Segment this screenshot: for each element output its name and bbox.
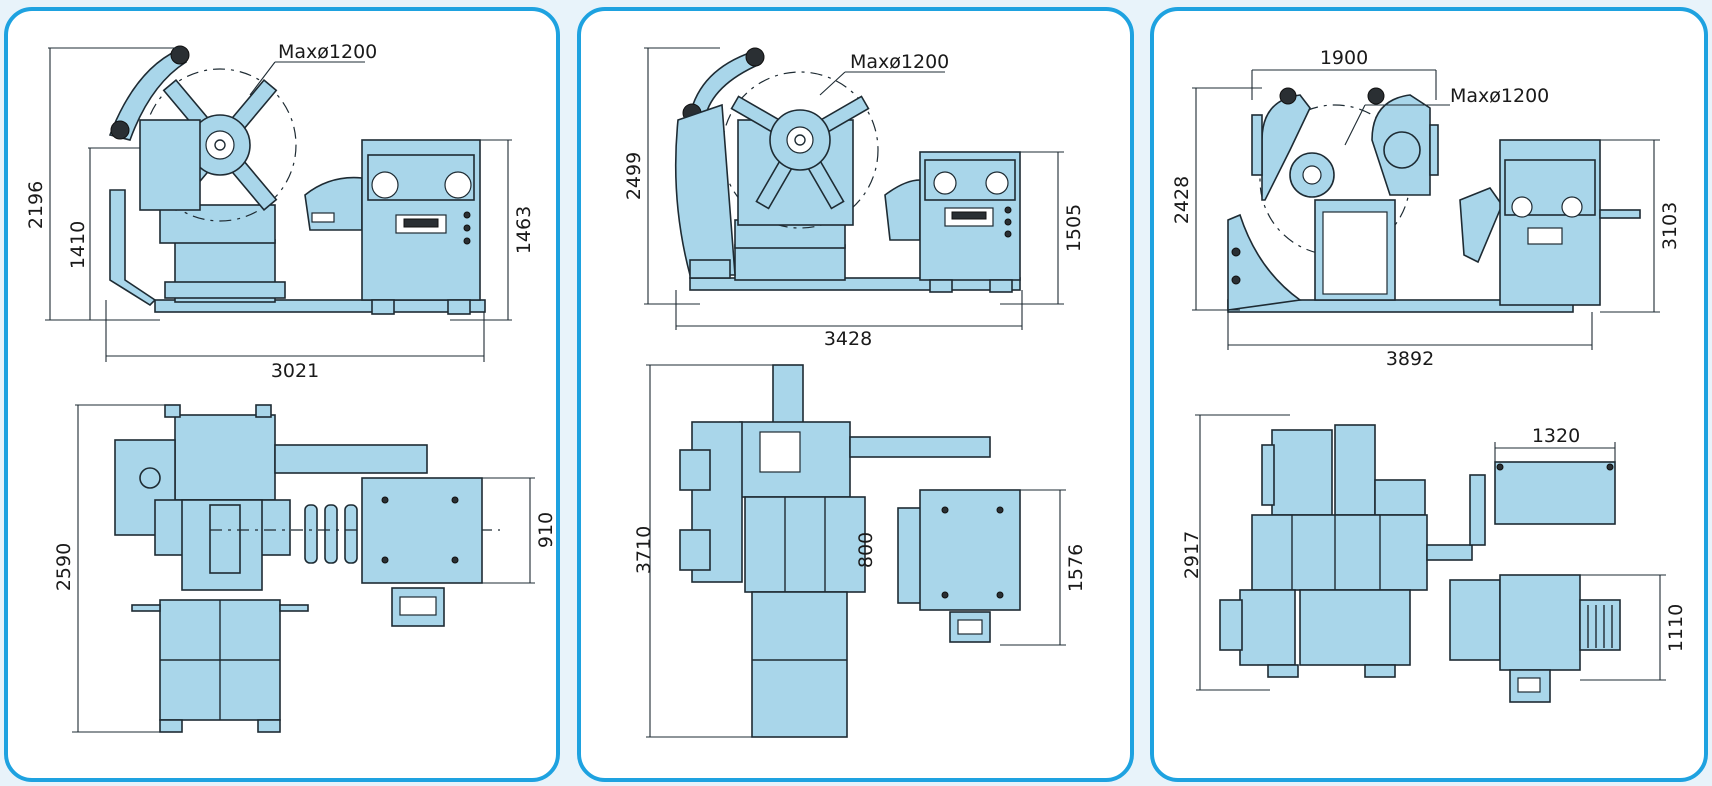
panel-3-top-leveler bbox=[1499, 574, 1581, 671]
panel-3-overall-length: 3892 bbox=[1386, 348, 1434, 370]
panel-2-decoiler-width: 800 bbox=[855, 532, 877, 568]
panel-3-overall-height: 2428 bbox=[1171, 176, 1193, 224]
panel-1-overall-height: 2196 bbox=[25, 181, 47, 229]
panel-2-frame bbox=[577, 7, 1134, 782]
panel-3-top-view: 1320 2917 1110 bbox=[1181, 414, 1687, 703]
panel-3-leveler-height: 3103 bbox=[1659, 202, 1681, 250]
panel-1-top-leveler bbox=[361, 477, 483, 584]
panel-1-axis-height: 1410 bbox=[67, 221, 89, 269]
panel-3-feed-table bbox=[1494, 461, 1616, 525]
panel-2-overall-length: 3428 bbox=[824, 328, 872, 350]
panel-2-leveler-height: 1505 bbox=[1063, 204, 1085, 252]
panel-1-max-diameter: Maxø1200 bbox=[278, 41, 377, 63]
panel-3: 1900 Maxø1200 2428 3103 3892 bbox=[1150, 7, 1708, 782]
panel-3-table-width: 1320 bbox=[1532, 425, 1580, 447]
panel-1-overall-length: 3021 bbox=[271, 360, 319, 382]
panel-2-overall-height: 2499 bbox=[623, 152, 645, 200]
panel-2-top-leveler bbox=[919, 489, 1021, 611]
panel-3-overall-depth: 2917 bbox=[1181, 531, 1203, 579]
panel-3-max-diameter: Maxø1200 bbox=[1450, 85, 1549, 107]
panel-1-frame bbox=[4, 7, 560, 782]
panel-1: Maxø1200 2196 1410 1463 3021 bbox=[4, 7, 560, 782]
panel-2-leveler-width: 1576 bbox=[1065, 544, 1087, 592]
panel-2-side-view: Maxø1200 2499 1505 3428 bbox=[623, 47, 1085, 350]
panel-2: Maxø1200 2499 1505 3428 bbox=[577, 7, 1134, 782]
panel-3-side-view: 1900 Maxø1200 2428 3103 3892 bbox=[1171, 47, 1681, 370]
panel-1-leveler-width: 910 bbox=[535, 512, 557, 548]
panel-2-top-view: 3710 800 1576 bbox=[633, 364, 1087, 738]
panel-3-arm-span: 1900 bbox=[1320, 47, 1368, 69]
panel-3-roller-bank bbox=[1587, 605, 1613, 648]
panel-1-base-rail bbox=[154, 299, 486, 313]
panel-3-leveler-width: 1110 bbox=[1665, 604, 1687, 652]
panel-2-overall-depth: 3710 bbox=[633, 526, 655, 574]
panel-1-coil-outline bbox=[143, 68, 297, 222]
panel-1-side-view: Maxø1200 2196 1410 1463 3021 bbox=[25, 41, 535, 382]
panel-2-max-diameter: Maxø1200 bbox=[850, 51, 949, 73]
panel-1-overall-depth: 2590 bbox=[53, 543, 75, 591]
panel-1-leveler-height: 1463 bbox=[513, 206, 535, 254]
panel-1-top-view: 2590 910 bbox=[53, 404, 557, 733]
